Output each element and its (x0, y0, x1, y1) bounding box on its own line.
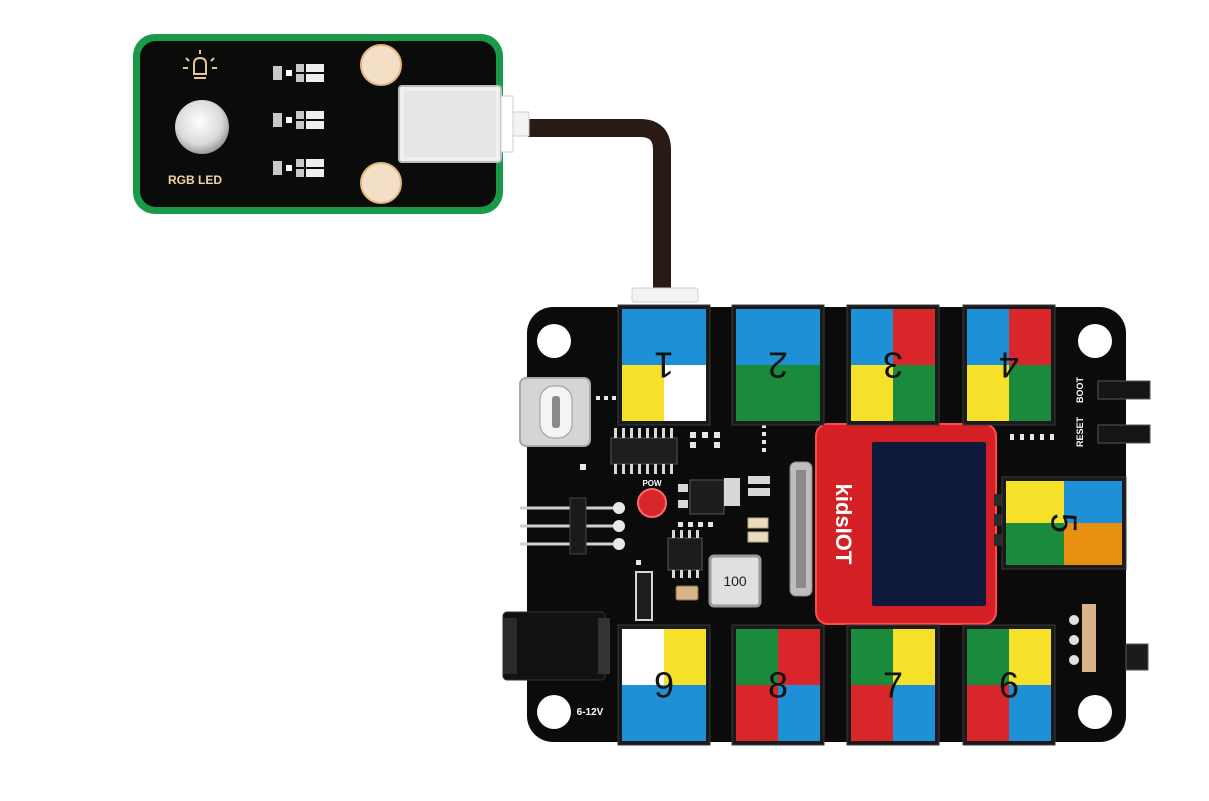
mounting-hole (360, 44, 402, 86)
port-color-block (893, 309, 935, 365)
port-8[interactable]: 8 (731, 624, 825, 746)
oled-screen (815, 423, 1002, 625)
port-color-block (851, 685, 893, 741)
port-color-block (1009, 365, 1051, 421)
port-color-block (622, 309, 664, 365)
connection-cable (528, 119, 671, 292)
port-number: 5 (1044, 513, 1085, 533)
cable-plug-board (631, 287, 699, 303)
port-color-block (1006, 481, 1064, 523)
port-color-block (664, 685, 706, 741)
port-color-block (736, 685, 778, 741)
port-color-block (664, 365, 706, 421)
port-number: 7 (883, 665, 903, 706)
led-module-label: RGB LED (168, 173, 222, 187)
usb-c-port (519, 377, 591, 447)
port-color-block (736, 365, 778, 421)
resistor-group (273, 64, 324, 82)
port-number: 9 (654, 665, 674, 706)
port-color-block (778, 309, 820, 365)
screen-connector (789, 461, 813, 597)
mounting-hole (1078, 695, 1112, 729)
port-color-block (851, 365, 893, 421)
inductor: 100 (708, 554, 762, 608)
power-switch[interactable] (1069, 604, 1149, 672)
fuse (675, 585, 699, 601)
voltage-regulator (678, 478, 740, 515)
mounting-hole (360, 162, 402, 204)
port-4[interactable]: 4 (962, 304, 1056, 426)
port-color-block (778, 365, 820, 421)
reset-label: RESET (1075, 416, 1085, 447)
ports: 1 2 3 4 5 6 7 8 9 (617, 304, 1127, 746)
port-color-block (622, 685, 664, 741)
port-color-block (736, 309, 778, 365)
port-color-block (778, 629, 820, 685)
port-color-block (1009, 309, 1051, 365)
port-color-block (967, 365, 1009, 421)
port-1[interactable]: 1 (617, 304, 711, 426)
port-color-block (664, 309, 706, 365)
port-7[interactable]: 7 (846, 624, 940, 746)
port-6[interactable]: 6 (962, 624, 1056, 746)
smd-capacitors (747, 476, 770, 543)
diode (635, 571, 653, 621)
port-color-block (1009, 629, 1051, 685)
resistor-group (273, 111, 324, 129)
power-led (637, 488, 667, 518)
port-color-block (967, 685, 1009, 741)
port-color-block (851, 629, 893, 685)
port-number: 4 (999, 345, 1019, 386)
port-color-block (967, 629, 1009, 685)
port-2[interactable]: 2 (731, 304, 825, 426)
mounting-hole (537, 324, 571, 358)
port-color-block (1064, 481, 1122, 523)
small-ic (667, 530, 703, 578)
port-number: 1 (654, 345, 674, 386)
boot-label: BOOT (1075, 376, 1085, 403)
boot-button[interactable] (1097, 380, 1151, 400)
port-color-block (736, 629, 778, 685)
port-color-block (893, 685, 935, 741)
port-color-block (664, 629, 706, 685)
port-color-block (851, 309, 893, 365)
port-3[interactable]: 3 (846, 304, 940, 426)
svg-text:100: 100 (723, 573, 747, 589)
port-color-block (778, 685, 820, 741)
controller-board: 6-12V (502, 304, 1151, 746)
smd-components (580, 396, 1054, 565)
rgb-led-module: RGB LED (133, 34, 530, 214)
rgb-led (175, 100, 229, 154)
mounting-hole (537, 695, 571, 729)
port-color-block (893, 365, 935, 421)
port-number: 2 (768, 345, 788, 386)
power-label: POW (642, 479, 662, 488)
dc-power-jack (502, 611, 610, 681)
port-color-block (893, 629, 935, 685)
connector-plug (500, 95, 514, 153)
brand-label: kidsIOT (831, 484, 856, 565)
voltage-label: 6-12V (577, 707, 604, 718)
port-number: 3 (883, 345, 903, 386)
resistor-group (273, 159, 324, 177)
header-pins (520, 497, 625, 555)
port-9[interactable]: 9 (617, 624, 711, 746)
port-number: 8 (768, 665, 788, 706)
mounting-hole (1078, 324, 1112, 358)
port-color-block (967, 309, 1009, 365)
port-color-block (1009, 685, 1051, 741)
port-color-block (1064, 523, 1122, 565)
light-bulb-icon (183, 50, 217, 79)
ic-chip (610, 428, 678, 474)
port-color-block (622, 629, 664, 685)
reset-button[interactable] (1097, 424, 1151, 444)
port-color-block (622, 365, 664, 421)
port-number: 6 (999, 665, 1019, 706)
port-color-block (1006, 523, 1064, 565)
port-5[interactable]: 5 (1001, 476, 1127, 570)
